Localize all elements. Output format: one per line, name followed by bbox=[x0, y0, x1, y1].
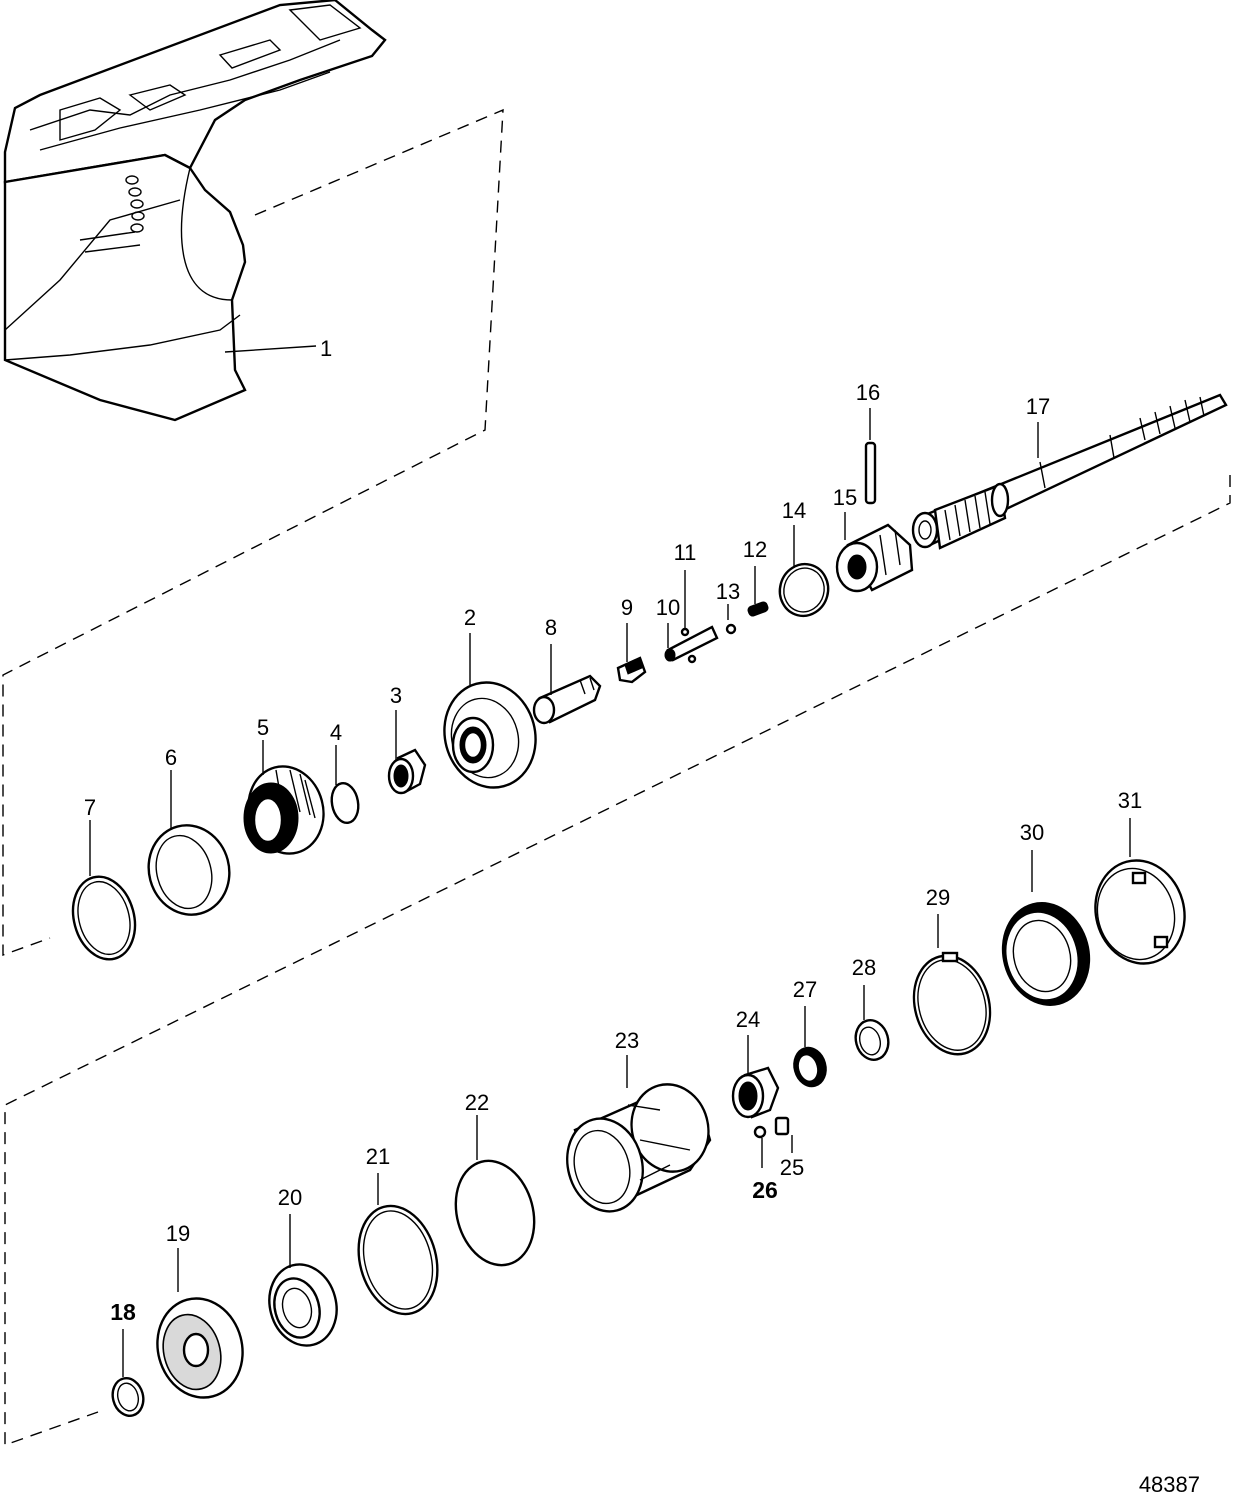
callout-2: 2 bbox=[464, 605, 476, 630]
callout-17: 17 bbox=[1026, 394, 1050, 419]
small-parts-drawing bbox=[664, 601, 769, 664]
propeller-shaft-drawing bbox=[911, 393, 1228, 550]
callouts: 1 2 3 4 5 6 7 8 9 10 11 12 13 14 15 16 1… bbox=[84, 336, 1142, 1325]
retaining-ring-drawing bbox=[330, 781, 360, 825]
callout-3: 3 bbox=[390, 683, 402, 708]
tab-washer-drawing bbox=[912, 951, 992, 1056]
callout-11: 11 bbox=[674, 540, 697, 565]
callout-15: 15 bbox=[833, 485, 857, 510]
callout-27: 27 bbox=[793, 977, 817, 1002]
callout-7: 7 bbox=[84, 795, 96, 820]
callout-12: 12 bbox=[743, 537, 767, 562]
callout-19: 19 bbox=[166, 1221, 190, 1246]
callout-24: 24 bbox=[736, 1007, 760, 1032]
roller-bearing-small-drawing bbox=[387, 748, 427, 795]
callout-4: 4 bbox=[330, 720, 342, 745]
gear-housing-drawing bbox=[3, 0, 387, 422]
shim-drawing bbox=[71, 875, 137, 961]
spring-ring-drawing bbox=[778, 562, 830, 618]
bearing-carrier-drawing bbox=[566, 1083, 712, 1213]
locking-ring-drawing bbox=[1001, 902, 1091, 1006]
tapered-bearing-drawing bbox=[243, 765, 325, 855]
callout-26: 26 bbox=[752, 1177, 778, 1203]
o-ring-21-drawing bbox=[357, 1204, 439, 1316]
callout-20: 20 bbox=[278, 1185, 302, 1210]
callout-10: 10 bbox=[656, 595, 680, 620]
bearing-race-drawing bbox=[147, 824, 231, 916]
thrust-washer-drawing bbox=[111, 1377, 145, 1417]
screw-washer-drawing bbox=[753, 1116, 790, 1139]
callout-8: 8 bbox=[545, 615, 557, 640]
callout-14: 14 bbox=[782, 498, 806, 523]
callout-9: 9 bbox=[621, 595, 633, 620]
shift-cam-drawing bbox=[616, 656, 647, 684]
callout-18: 18 bbox=[110, 1299, 136, 1325]
forward-gear-drawing bbox=[443, 681, 537, 789]
callout-28: 28 bbox=[852, 955, 876, 980]
callout-31: 31 bbox=[1118, 788, 1142, 813]
callout-16: 16 bbox=[856, 380, 880, 405]
cross-pin-drawing bbox=[864, 441, 877, 505]
group-outline-shaft bbox=[4, 475, 1231, 1446]
clutch-drawing bbox=[835, 523, 914, 593]
callout-5: 5 bbox=[257, 715, 269, 740]
callout-22: 22 bbox=[465, 1090, 489, 1115]
callout-29: 29 bbox=[926, 885, 950, 910]
callout-13: 13 bbox=[716, 579, 740, 604]
ball-bearing-drawing bbox=[268, 1263, 338, 1347]
cam-follower-drawing bbox=[532, 674, 602, 725]
o-ring-22-drawing bbox=[454, 1159, 536, 1267]
needle-bearing-drawing bbox=[731, 1066, 780, 1119]
group-outline-housing bbox=[2, 108, 504, 956]
callout-30: 30 bbox=[1020, 820, 1044, 845]
reference-number: 48387 bbox=[1139, 1472, 1200, 1497]
reverse-gear-drawing bbox=[156, 1297, 244, 1399]
seal-28-drawing bbox=[854, 1019, 890, 1061]
leader-lines bbox=[89, 345, 1131, 1377]
callout-6: 6 bbox=[165, 745, 177, 770]
callout-21: 21 bbox=[366, 1144, 390, 1169]
seal-27-drawing bbox=[793, 1046, 827, 1088]
retainer-ring-drawing bbox=[1094, 859, 1186, 965]
callout-1: 1 bbox=[320, 336, 332, 361]
callout-23: 23 bbox=[615, 1028, 639, 1053]
callout-25: 25 bbox=[780, 1155, 804, 1180]
